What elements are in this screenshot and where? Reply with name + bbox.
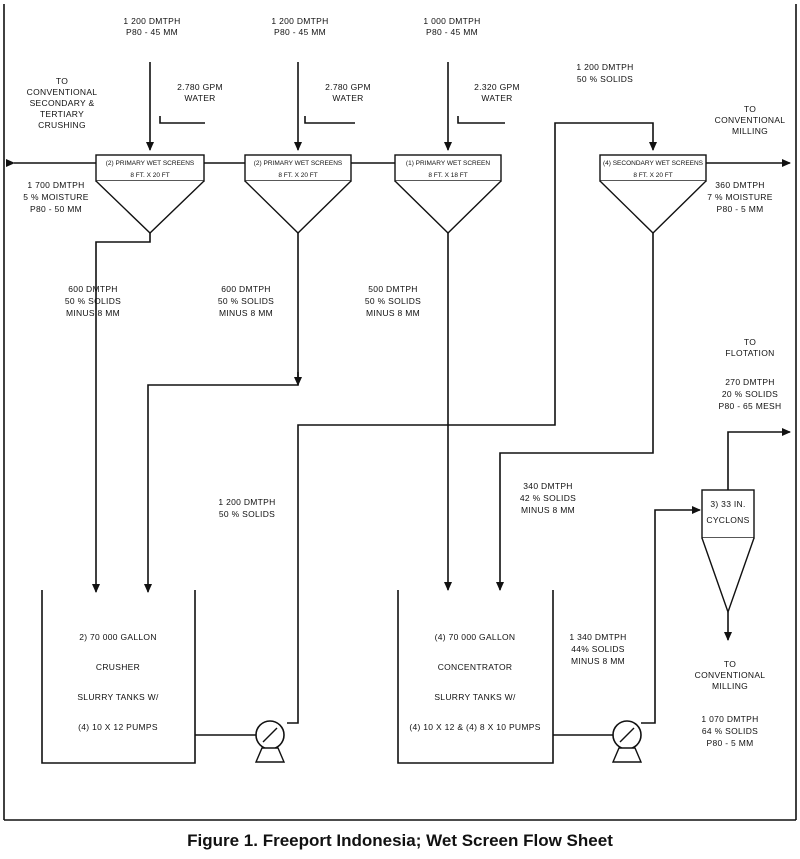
water-1-label: WATER <box>184 93 215 103</box>
secondary-feed-solids: 50 % SOLIDS <box>577 74 633 84</box>
feed-2-size: P80 - 45 MM <box>274 27 326 37</box>
left-outlet-dest-5: CRUSHING <box>38 120 86 130</box>
right-outlet-dest-2: CONVENTIONAL <box>715 115 786 125</box>
tank-2-line-4: (4) 10 X 12 & (4) 8 X 10 PUMPS <box>409 722 540 732</box>
secondary-underflow-line <box>496 233 654 591</box>
cyclone-under-solids: 64 % SOLIDS <box>702 726 758 736</box>
pump-2-line-rate: 1 340 DMTPH <box>569 632 626 642</box>
secondary-underflow-rate: 340 DMTPH <box>523 481 572 491</box>
secondary-underflow-size: MINUS 8 MM <box>521 505 575 515</box>
underflow-2-solids: 50 % SOLIDS <box>218 296 274 306</box>
feed-2-rate: 1 200 DMTPH <box>271 16 328 26</box>
tank-1-line-3: SLURRY TANKS W/ <box>77 692 159 702</box>
screen-1 <box>95 154 205 234</box>
tank-2-line-3: SLURRY TANKS W/ <box>434 692 516 702</box>
cyclone-under-dest-1: TO <box>724 659 736 669</box>
screen-2-size: 8 FT. X 20 FT <box>278 172 317 179</box>
pump-2-line-solids: 44% SOLIDS <box>571 644 625 654</box>
cyclone-line-2: CYCLONS <box>706 515 749 525</box>
flotation-dest-2: FLOTATION <box>725 348 774 358</box>
right-outlet-moisture: 7 % MOISTURE <box>707 192 773 202</box>
tank-1-line-4: (4) 10 X 12 PUMPS <box>78 722 158 732</box>
pump-1-icon <box>254 720 286 763</box>
screen-3-size: 8 FT. X 18 FT <box>428 172 467 179</box>
flotation-dest-1: TO <box>744 337 756 347</box>
cyclone-icon <box>701 489 755 615</box>
water-3-rate: 2.320 GPM <box>474 82 520 92</box>
secondary-feed-rate: 1 200 DMTPH <box>576 62 633 72</box>
underflow-1-size: MINUS 8 MM <box>66 308 120 318</box>
pump-2-discharge-line <box>641 506 701 724</box>
cyclone-under-dest-3: MILLING <box>712 681 748 691</box>
water-2-rate: 2.780 GPM <box>325 82 371 92</box>
cyclone-under-dest-2: CONVENTIONAL <box>695 670 766 680</box>
water-2-label: WATER <box>332 93 363 103</box>
screen-4-size: 8 FT. X 20 FT <box>633 172 672 179</box>
right-outlet-dest-1: TO <box>744 104 756 114</box>
pump-1-line-rate: 1 200 DMTPH <box>218 497 275 507</box>
feed-3-rate: 1 000 DMTPH <box>423 16 480 26</box>
left-outlet-dest-3: SECONDARY & <box>30 98 95 108</box>
screen-1-size: 8 FT. X 20 FT <box>130 172 169 179</box>
cyclone-line-1: 3) 33 IN. <box>710 499 745 509</box>
flotation-rate: 270 DMTPH <box>725 377 774 387</box>
underflow-3-rate: 500 DMTPH <box>368 284 417 294</box>
underflow-3-size: MINUS 8 MM <box>366 308 420 318</box>
screen-4-title: (4) SECONDARY WET SCREENS <box>603 160 704 167</box>
pump-2-icon <box>611 720 643 763</box>
pump-1-discharge-line <box>287 122 657 724</box>
underflow-1-solids: 50 % SOLIDS <box>65 296 121 306</box>
water-1-rate: 2.780 GPM <box>177 82 223 92</box>
underflow-1-line <box>92 233 151 593</box>
feed-1-rate: 1 200 DMTPH <box>123 16 180 26</box>
left-outlet-rate: 1 700 DMTPH <box>27 180 84 190</box>
left-outlet-size: P80 - 50 MM <box>30 204 82 214</box>
left-outlet-dest-1: TO <box>56 76 68 86</box>
tank-1-line-2: CRUSHER <box>96 662 140 672</box>
underflow-2-size: MINUS 8 MM <box>219 308 273 318</box>
tank-1-line-1: 2) 70 000 GALLON <box>79 632 157 642</box>
pump-2-line-size: MINUS 8 MM <box>571 656 625 666</box>
screen-1-title: (2) PRIMARY WET SCREENS <box>106 160 195 167</box>
underflow-2-rate: 600 DMTPH <box>221 284 270 294</box>
cyclone-under-size: P80 - 5 MM <box>707 738 754 748</box>
cyclone-overflow-line <box>727 428 791 490</box>
crusher-slurry-tank <box>41 590 196 764</box>
feed-1-size: P80 - 45 MM <box>126 27 178 37</box>
cyclone-under-rate: 1 070 DMTPH <box>701 714 758 724</box>
underflow-2-line <box>144 233 299 593</box>
left-outlet-dest-2: CONVENTIONAL <box>27 87 98 97</box>
right-outlet-rate: 360 DMTPH <box>715 180 764 190</box>
screen-2 <box>244 154 352 234</box>
tank-2-line-1: (4) 70 000 GALLON <box>435 632 516 642</box>
screen-3 <box>394 154 502 234</box>
pump-1-line-solids: 50 % SOLIDS <box>219 509 275 519</box>
flotation-size: P80 - 65 MESH <box>719 401 782 411</box>
underflow-1-rate: 600 DMTPH <box>68 284 117 294</box>
figure-caption: Figure 1. Freeport Indonesia; Wet Screen… <box>187 831 613 850</box>
left-outlet-dest-4: TERTIARY <box>40 109 84 119</box>
water-3-line <box>457 116 505 124</box>
underflow-3-solids: 50 % SOLIDS <box>365 296 421 306</box>
right-outlet-dest-3: MILLING <box>732 126 768 136</box>
water-2-line <box>304 116 355 124</box>
screen-4 <box>599 154 707 234</box>
flotation-solids: 20 % SOLIDS <box>722 389 778 399</box>
left-outlet-moisture: 5 % MOISTURE <box>23 192 89 202</box>
water-3-label: WATER <box>481 93 512 103</box>
screen-3-title: (1) PRIMARY WET SCREEN <box>406 160 490 167</box>
tank-2-line-2: CONCENTRATOR <box>438 662 513 672</box>
concentrator-slurry-tank <box>397 590 554 764</box>
water-1-line <box>159 116 205 124</box>
right-outlet-size: P80 - 5 MM <box>717 204 764 214</box>
feed-3-size: P80 - 45 MM <box>426 27 478 37</box>
screen-2-title: (2) PRIMARY WET SCREENS <box>254 160 343 167</box>
secondary-underflow-solids: 42 % SOLIDS <box>520 493 576 503</box>
